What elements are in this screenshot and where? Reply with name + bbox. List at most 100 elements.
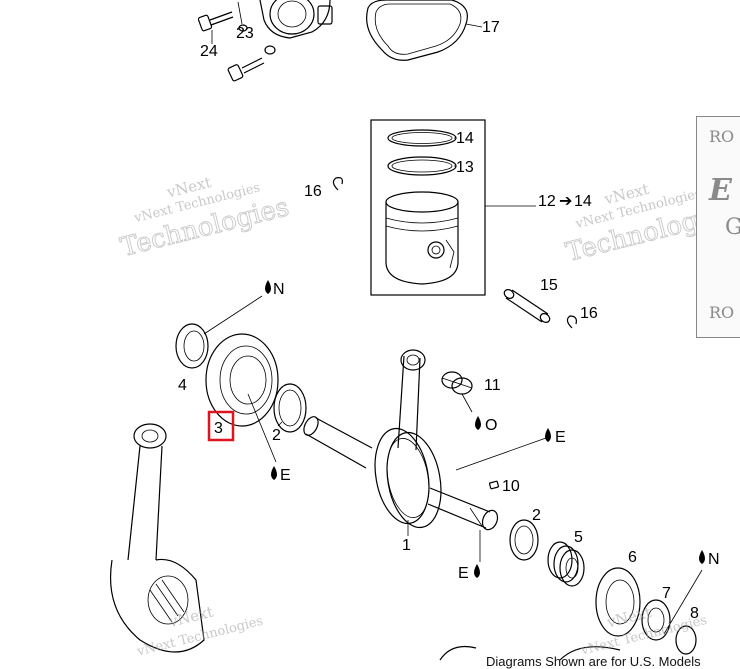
callout-4: 4 (178, 377, 187, 394)
watermark-bottom-right: vNext vNext Technologies (579, 603, 709, 659)
bolt-24b-part (227, 57, 265, 82)
lube-letter-E: E (458, 565, 469, 582)
connecting-rod-lower-left (109, 423, 205, 653)
conrod-small-end (400, 349, 426, 371)
crank-web-right (386, 431, 442, 529)
ball-bearing-3 (205, 333, 279, 427)
lube-letter-N: N (708, 551, 720, 568)
callout-13: 13 (456, 159, 474, 176)
rod-small-end (133, 423, 167, 449)
piston-body (385, 202, 459, 285)
piston-pin-boss (427, 241, 445, 259)
crankshaft-1 (303, 349, 499, 531)
needle-bearing-11 (441, 371, 473, 395)
lube-letter-N: N (273, 281, 285, 298)
watermark-bottom-left: vNext vNext Technologies (135, 603, 265, 660)
intake-parts-group: 17 23 24 (197, 0, 500, 82)
oil-drop-icon (271, 466, 277, 480)
callout-arrow: ➔ (559, 193, 572, 210)
piston-assembly: 14 13 12 ➔ 14 (370, 119, 592, 296)
oil-drop-icon (699, 550, 705, 564)
oil-drop-icon (265, 280, 271, 294)
rod-needle-cage (147, 575, 189, 625)
bottom-part-b (559, 646, 621, 661)
legend-text-small: G (725, 215, 740, 240)
oil-drop-icon (475, 416, 481, 430)
flange-bore-inner (277, 0, 307, 28)
circlip-16-lower (566, 315, 577, 329)
footer-note: Diagrams Shown are for U.S. Models (486, 654, 701, 669)
callout-23: 23 (236, 25, 254, 42)
crank-right-shaft-top (429, 487, 491, 513)
crank-left-shaft-top (315, 417, 373, 449)
left-bearing-group: 4 2 3 (175, 295, 307, 463)
callout-15: 15 (540, 277, 558, 294)
rod-shank-right (155, 445, 163, 561)
crank-right-shaft-end (481, 509, 499, 531)
ball-bearing-6 (595, 567, 641, 637)
distance-ring-2-right-inner (514, 525, 534, 555)
crank-left-shaft-end (303, 416, 319, 436)
ball-bearing-3-race (219, 345, 273, 415)
gasket-part (366, 0, 468, 61)
piston-pin-hole (431, 245, 441, 255)
callout-2-left: 2 (272, 427, 281, 444)
conrod-left (397, 355, 405, 449)
leader-N-right (663, 569, 703, 635)
callout-10: 10 (502, 478, 520, 495)
washer-23b (264, 45, 276, 55)
piston-pin-15 (503, 289, 551, 323)
crank-spline (469, 507, 483, 527)
piston-frame (370, 119, 486, 296)
leader-E-left (247, 393, 277, 463)
leader-23 (237, 1, 243, 25)
legend-text-bottom: RO (709, 303, 735, 322)
rod-shank-left (127, 445, 141, 561)
piston-skirt-cut (445, 239, 455, 269)
flange-bore (269, 0, 315, 35)
ball-bearing-6-inner (605, 579, 635, 625)
leader-O (461, 393, 473, 413)
piston-ring-14-inner (391, 132, 453, 144)
callout-14: 14 (456, 130, 474, 147)
callout-24: 24 (200, 43, 218, 60)
bottom-part-a (439, 645, 477, 661)
rod-small-end-bore (141, 429, 159, 443)
lube-marker-E-bottom: E (458, 564, 480, 582)
crank-right-shaft-bottom (427, 503, 487, 529)
lube-marker-N-left: N (265, 280, 285, 298)
lube-letter-E: E (555, 429, 566, 446)
lube-letter-E: E (280, 467, 291, 484)
oil-seal-4-inner (183, 330, 205, 362)
part-8 (675, 625, 697, 655)
legend-text-big: E (709, 173, 732, 208)
distance-ring-2-right (509, 519, 539, 561)
piston-groove-1 (385, 217, 459, 224)
callout-3[interactable]: 3 (214, 420, 223, 437)
woodruff-key-10 (488, 480, 500, 490)
ball-bearing-3-inner (229, 355, 267, 405)
watermark-left: vNext vNext Technologies Technologies (117, 173, 292, 263)
piston-ring-13-inner (391, 159, 453, 173)
piston-crown (385, 191, 459, 213)
callout-7: 7 (662, 585, 671, 602)
flange-nut (317, 5, 333, 25)
callout-16-upper: 16 (304, 183, 322, 200)
distance-ring-2-inner (278, 389, 302, 427)
legend-text-top: RO (709, 127, 735, 146)
legend-panel: RO E G RO (696, 116, 740, 338)
callout-12-to-14: 14 (574, 193, 592, 210)
callout-6: 6 (628, 549, 637, 566)
callout-17: 17 (482, 19, 500, 36)
highlight-box-3[interactable] (207, 410, 235, 442)
bolt-24-part (197, 11, 234, 32)
lube-marker-O: O (475, 416, 497, 434)
rod-big-end (109, 558, 205, 653)
leader-N-left (203, 295, 263, 335)
distance-ring-2 (273, 383, 307, 433)
oil-drop-icon (545, 428, 551, 442)
washer-23a (238, 24, 248, 32)
callout-1: 1 (402, 537, 411, 554)
callout-16-lower: 16 (580, 305, 598, 322)
crank-web-detail (386, 438, 430, 518)
